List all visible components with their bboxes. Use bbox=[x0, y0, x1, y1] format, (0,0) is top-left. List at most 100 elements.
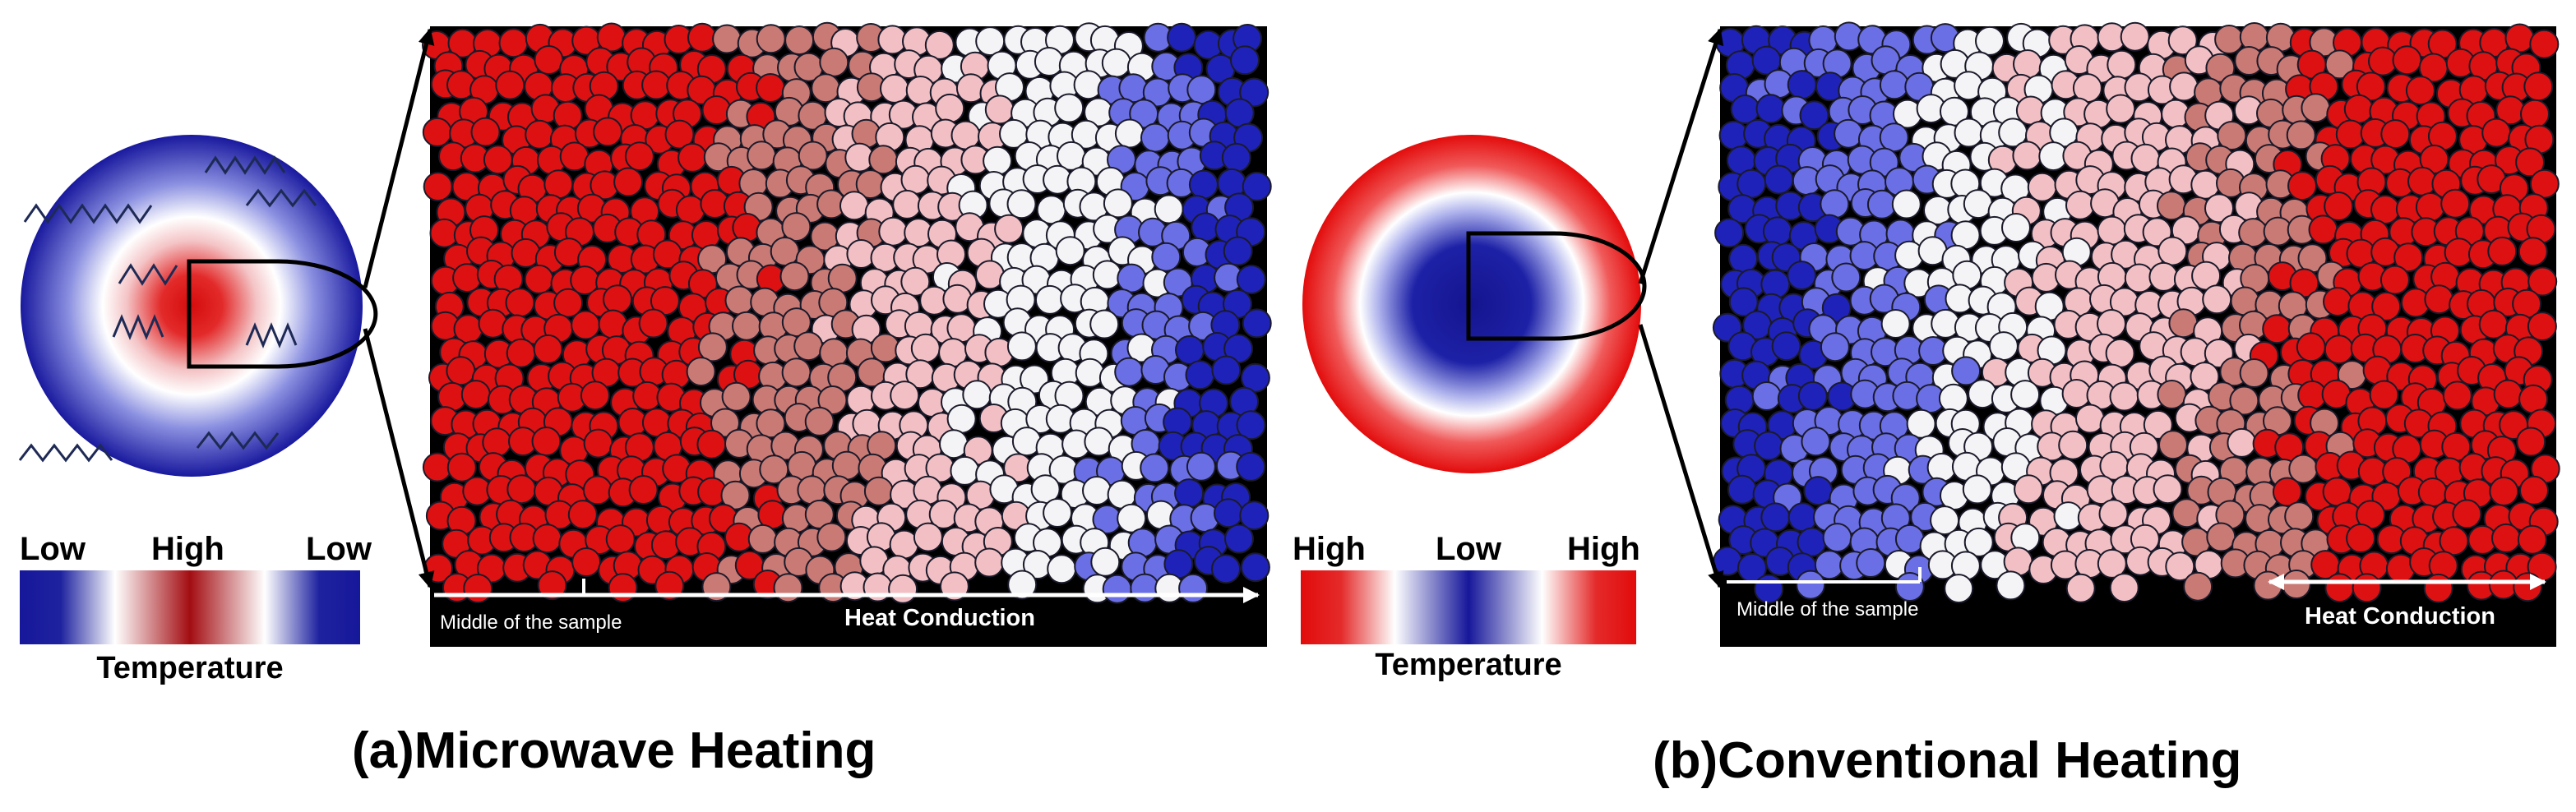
particle-a bbox=[495, 70, 525, 100]
scale-a-center-label: High bbox=[151, 531, 224, 567]
particle-a bbox=[1224, 524, 1254, 554]
particle-a bbox=[1043, 498, 1073, 528]
particle-a bbox=[571, 310, 601, 340]
particle-b bbox=[1714, 218, 1745, 248]
particle-a bbox=[974, 547, 1005, 578]
particle-b bbox=[2489, 476, 2519, 506]
particle-a bbox=[505, 288, 535, 318]
particle-b bbox=[1801, 427, 1831, 457]
particle-a bbox=[1054, 93, 1085, 123]
particle-panel-a bbox=[422, 21, 1272, 647]
particle-a bbox=[452, 263, 483, 293]
particle-b bbox=[2296, 332, 2326, 362]
particle-a bbox=[1006, 331, 1037, 362]
particle-b bbox=[1797, 527, 1827, 557]
particle-a bbox=[422, 452, 452, 482]
particle-a bbox=[638, 308, 668, 339]
particle-b bbox=[2393, 242, 2424, 273]
particle-b bbox=[1866, 189, 1897, 219]
particle-b bbox=[2520, 99, 2550, 129]
particle-a bbox=[811, 73, 841, 104]
particle-b bbox=[2324, 191, 2354, 221]
particle-b bbox=[2380, 119, 2411, 150]
particle-a bbox=[793, 331, 824, 362]
particle-b bbox=[2058, 430, 2088, 460]
particle-a bbox=[756, 24, 786, 54]
particle-b bbox=[2165, 551, 2195, 582]
particle-b bbox=[2143, 409, 2173, 440]
particle-a bbox=[506, 338, 536, 368]
particle-b bbox=[1975, 25, 2005, 56]
particle-a bbox=[582, 475, 613, 505]
particle-a bbox=[1223, 236, 1253, 266]
particle-a bbox=[1140, 453, 1170, 483]
particle-a bbox=[446, 356, 476, 386]
particle-a bbox=[892, 189, 923, 219]
particle-b bbox=[1831, 262, 1861, 293]
particle-b bbox=[2183, 571, 2213, 602]
scale-a-left-label: Low bbox=[20, 531, 86, 567]
particle-b bbox=[2238, 218, 2268, 248]
particle-b bbox=[2107, 49, 2137, 80]
particle-b bbox=[2335, 119, 2366, 150]
particle-b bbox=[2075, 404, 2105, 434]
particle-b bbox=[2370, 195, 2400, 224]
particle-a bbox=[1178, 573, 1209, 603]
particle-b bbox=[1951, 356, 1982, 386]
particle-b bbox=[2157, 191, 2186, 221]
particle-b bbox=[2323, 287, 2352, 316]
particle-a bbox=[724, 285, 755, 316]
particle-b bbox=[2262, 314, 2292, 344]
particle-b bbox=[2405, 76, 2435, 106]
particle-b bbox=[2010, 380, 2041, 410]
particle-b bbox=[2012, 141, 2042, 171]
particle-a bbox=[1154, 194, 1184, 224]
particle-a bbox=[1221, 142, 1251, 173]
particle-a bbox=[1092, 260, 1122, 290]
particle-b bbox=[2491, 523, 2521, 553]
particle-b bbox=[2001, 213, 2031, 242]
particle-a bbox=[1175, 334, 1205, 365]
particle-b bbox=[2369, 380, 2399, 410]
particle-a bbox=[720, 480, 751, 510]
particle-a bbox=[691, 220, 721, 250]
zoom-lines-a bbox=[363, 28, 435, 588]
particle-a bbox=[1089, 309, 1120, 339]
particle-b bbox=[1963, 189, 1993, 219]
particle-a bbox=[460, 380, 491, 410]
particle-a bbox=[1211, 355, 1242, 385]
particle-b bbox=[1820, 189, 1850, 219]
particle-a bbox=[537, 570, 567, 601]
particle-b bbox=[2415, 192, 2445, 222]
particle-b bbox=[1894, 572, 1925, 602]
particle-b bbox=[2167, 25, 2198, 56]
particle-a bbox=[1114, 118, 1145, 149]
particle-b bbox=[2516, 427, 2546, 457]
particle-b bbox=[2356, 72, 2386, 102]
particle-a bbox=[482, 427, 512, 458]
particle-b bbox=[1762, 216, 1792, 247]
particle-b bbox=[2106, 94, 2136, 124]
caption-a: (a)Microwave Heating bbox=[352, 722, 876, 779]
particle-a bbox=[756, 73, 786, 103]
particle-a bbox=[470, 117, 501, 147]
particle-a bbox=[624, 141, 654, 172]
particle-a bbox=[819, 47, 849, 77]
particle-a bbox=[732, 311, 761, 341]
particle-a bbox=[628, 475, 659, 505]
particle-a bbox=[423, 172, 453, 202]
particle-b bbox=[1787, 502, 1818, 533]
particle-b bbox=[2346, 524, 2376, 553]
particle-a bbox=[1055, 236, 1085, 266]
particle-b bbox=[2513, 572, 2543, 602]
particle-b bbox=[2120, 21, 2150, 52]
particle-b bbox=[2527, 266, 2558, 297]
particle-a bbox=[804, 499, 835, 529]
particle-a bbox=[747, 524, 778, 554]
scale-b-center-label: Low bbox=[1436, 531, 1501, 567]
particle-a bbox=[880, 73, 909, 104]
particle-b bbox=[1727, 474, 1757, 505]
particle-b bbox=[2098, 499, 2129, 529]
particle-a bbox=[1082, 476, 1112, 505]
